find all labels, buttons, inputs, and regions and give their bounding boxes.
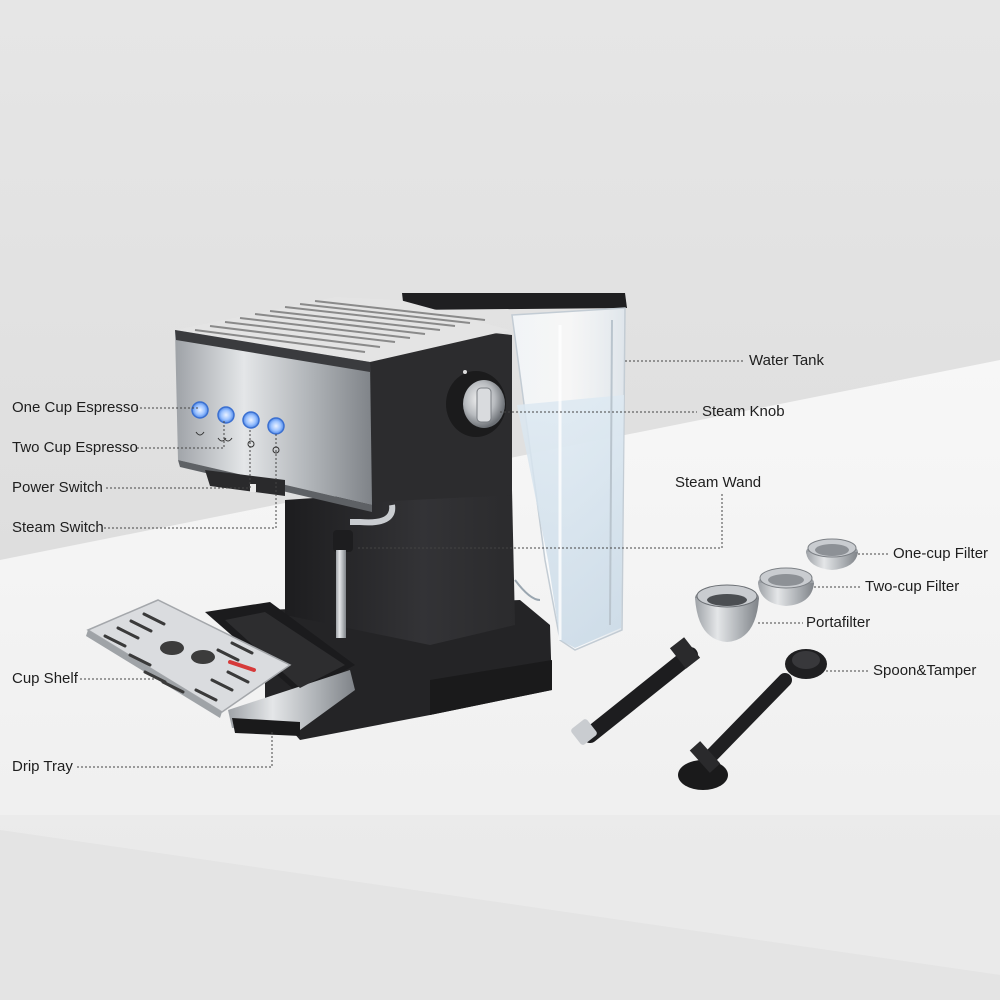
spoon-tamper-tool [678, 649, 827, 790]
label-drip-tray: Drip Tray [12, 758, 73, 775]
label-steam-switch: Steam Switch [12, 519, 104, 536]
drip-tray-unit [205, 602, 355, 736]
label-spoon-tamper: Spoon&Tamper [873, 662, 977, 679]
label-two-cup-espresso: Two Cup Espresso [12, 439, 138, 456]
cup-shelf-plate [86, 599, 292, 718]
control-buttons [191, 401, 285, 492]
label-cup-shelf: Cup Shelf [12, 670, 78, 687]
power-indicator-icon [250, 484, 256, 492]
two-cup-filter-basket [758, 567, 814, 606]
label-portafilter: Portafilter [806, 614, 871, 631]
label-steam-knob: Steam Knob [702, 403, 785, 420]
backdrop-floor-shadow [0, 830, 1000, 1000]
steam-knob-dial [446, 370, 506, 437]
one-cup-filter-basket [806, 538, 858, 570]
two-cup-button-icon [217, 406, 235, 424]
label-two-cup-filter: Two-cup Filter [865, 578, 960, 595]
steam-button-icon [267, 417, 285, 435]
label-power-switch: Power Switch [12, 479, 103, 496]
label-steam-wand: Steam Wand [675, 474, 762, 491]
label-one-cup-filter: One-cup Filter [893, 545, 989, 562]
portafilter-handle [571, 584, 759, 745]
power-button-icon [242, 411, 260, 429]
label-one-cup-espresso: One Cup Espresso [12, 399, 139, 416]
leader-lines [77, 360, 890, 768]
steam-wand-tube [333, 504, 396, 638]
water-tank [402, 293, 627, 651]
shelf-red-indicator [228, 660, 256, 672]
one-cup-button-icon [191, 401, 209, 419]
label-water-tank: Water Tank [749, 352, 825, 369]
